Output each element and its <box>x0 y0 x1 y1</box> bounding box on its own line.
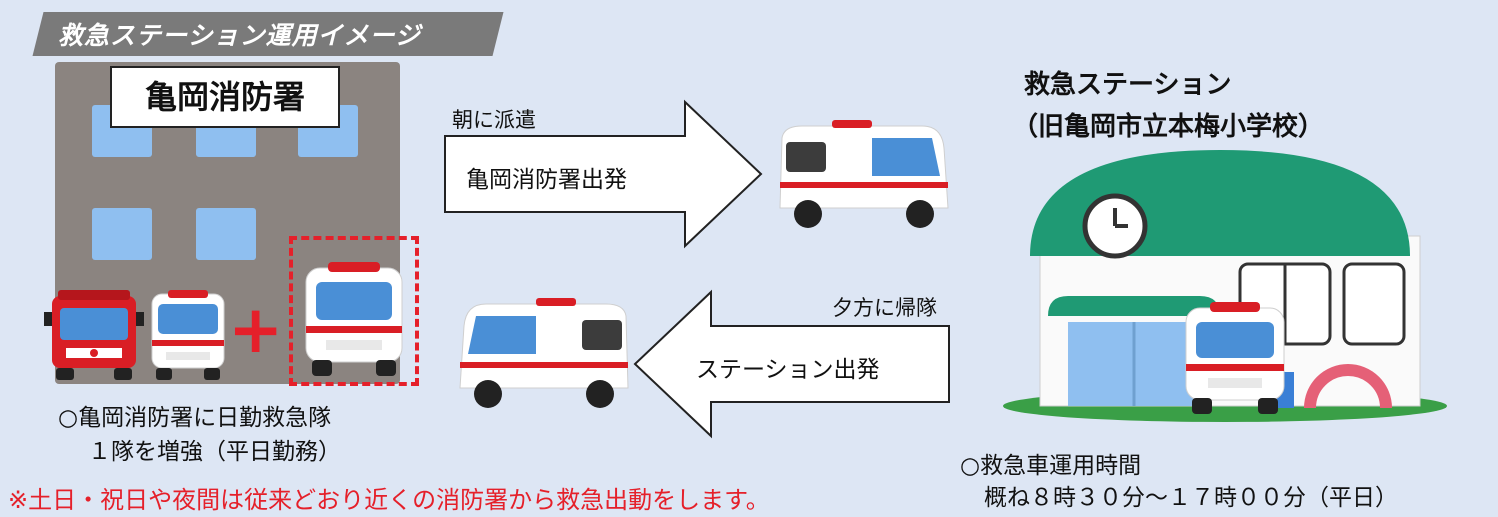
ems-station-heading-line2: （旧亀岡市立本梅小学校） <box>1012 112 1325 142</box>
right-arrow-icon <box>444 99 763 249</box>
morning-dispatch-label: 朝に派遣 <box>452 108 536 132</box>
top-arrow-text: 亀岡消防署出発 <box>466 167 627 193</box>
fire-station-caption-line1: ○亀岡消防署に日勤救急隊 <box>58 405 332 431</box>
ambulance-icon <box>151 290 225 380</box>
bottom-arrow-text: ステーション出発 <box>696 357 880 383</box>
ems-station-heading-line1: 救急ステーション <box>1024 70 1232 100</box>
ambulance-icon <box>1185 302 1285 414</box>
fire-station-name: 亀岡消防署 <box>110 66 340 128</box>
ambulance-icon <box>779 120 949 228</box>
building-window <box>92 208 152 260</box>
diagram-title: 救急ステーション運用イメージ <box>58 21 422 50</box>
footnote: ※土日・祝日や夜間は従来どおり近くの消防署から救急出動をします。 <box>8 486 770 514</box>
evening-return-label: 夕方に帰隊 <box>832 296 937 320</box>
operating-hours-value: 概ね８時３０分～１７時００分（平日） <box>984 485 1398 511</box>
ambulance-icon <box>305 262 403 376</box>
fire-station-caption-line2: １隊を増強（平日勤務） <box>88 439 341 465</box>
left-arrow-icon <box>633 289 950 439</box>
fire-engine-icon <box>44 290 144 380</box>
ambulance-icon <box>459 298 629 408</box>
building-window <box>196 208 256 260</box>
added-unit-highlight <box>289 236 419 386</box>
ems-station-building-icon <box>1003 150 1447 422</box>
plus-icon: + <box>228 291 284 368</box>
operating-hours-label: ○救急車運用時間 <box>960 453 1142 479</box>
